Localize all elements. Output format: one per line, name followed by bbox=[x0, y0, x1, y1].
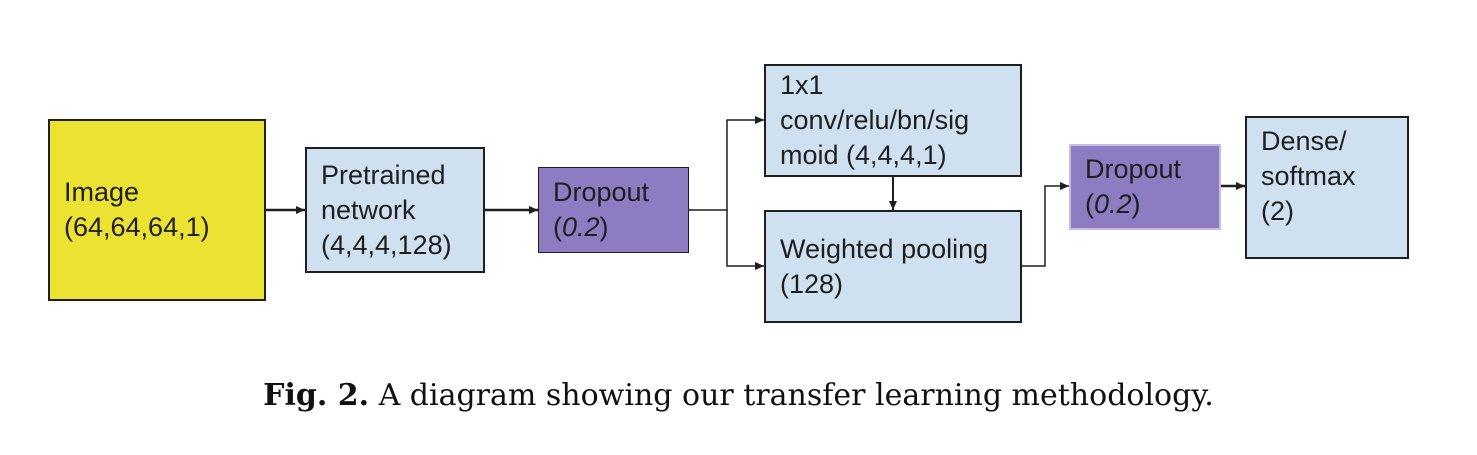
dropout-1-label: Dropout bbox=[553, 177, 650, 207]
image-node-shape: (64,64,64,1) bbox=[64, 212, 210, 242]
dropout-node-1: Dropout (0.2) bbox=[538, 167, 689, 253]
dropout-1-rate: (0.2) bbox=[553, 212, 609, 242]
dropout-2-label: Dropout bbox=[1085, 154, 1182, 184]
figure-caption: Fig. 2. A diagram showing our transfer l… bbox=[0, 378, 1477, 413]
attention-conv-node: 1x1 conv/relu/bn/sig moid (4,4,4,1) bbox=[764, 64, 1022, 177]
figure-caption-text: A diagram showing our transfer learning … bbox=[378, 378, 1214, 413]
dropout-2-rate-value: 0.2 bbox=[1094, 189, 1132, 219]
pretrained-network-line1: Pretrained bbox=[321, 159, 446, 190]
pretrained-network-node: Pretrained network (4,4,4,128) bbox=[305, 147, 485, 273]
pretrained-network-line2: network bbox=[321, 194, 416, 225]
attention-conv-line1: 1x1 bbox=[780, 70, 824, 100]
dense-softmax-node: Dense/ softmax (2) bbox=[1245, 116, 1409, 259]
dropout-2-rate: (0.2) bbox=[1085, 189, 1141, 219]
arrow-pooling-to-dropout2 bbox=[1022, 182, 1069, 267]
attention-conv-line2: conv/relu/bn/sig bbox=[780, 105, 970, 135]
dropout-1-rate-value: 0.2 bbox=[562, 212, 600, 242]
dense-softmax-output: (2) bbox=[1261, 196, 1294, 226]
image-node-label: Image bbox=[64, 177, 140, 207]
arrow-dropout-to-pooling bbox=[726, 210, 764, 270]
pretrained-network-shape: (4,4,4,128) bbox=[321, 229, 452, 260]
dense-softmax-line1: Dense/ bbox=[1261, 126, 1347, 156]
dense-softmax-line2: softmax bbox=[1261, 161, 1356, 191]
image-node: Image (64,64,64,1) bbox=[48, 119, 266, 301]
weighted-pooling-label: Weighted pooling bbox=[780, 233, 989, 264]
dropout-node-2: Dropout (0.2) bbox=[1069, 144, 1221, 230]
attention-conv-line3: moid (4,4,4,1) bbox=[780, 140, 947, 170]
weighted-pooling-node: Weighted pooling (128) bbox=[764, 210, 1022, 323]
arrow-dropout-to-conv bbox=[689, 116, 764, 211]
weighted-pooling-shape: (128) bbox=[780, 268, 844, 299]
figure-caption-label: Fig. 2. bbox=[263, 378, 370, 413]
